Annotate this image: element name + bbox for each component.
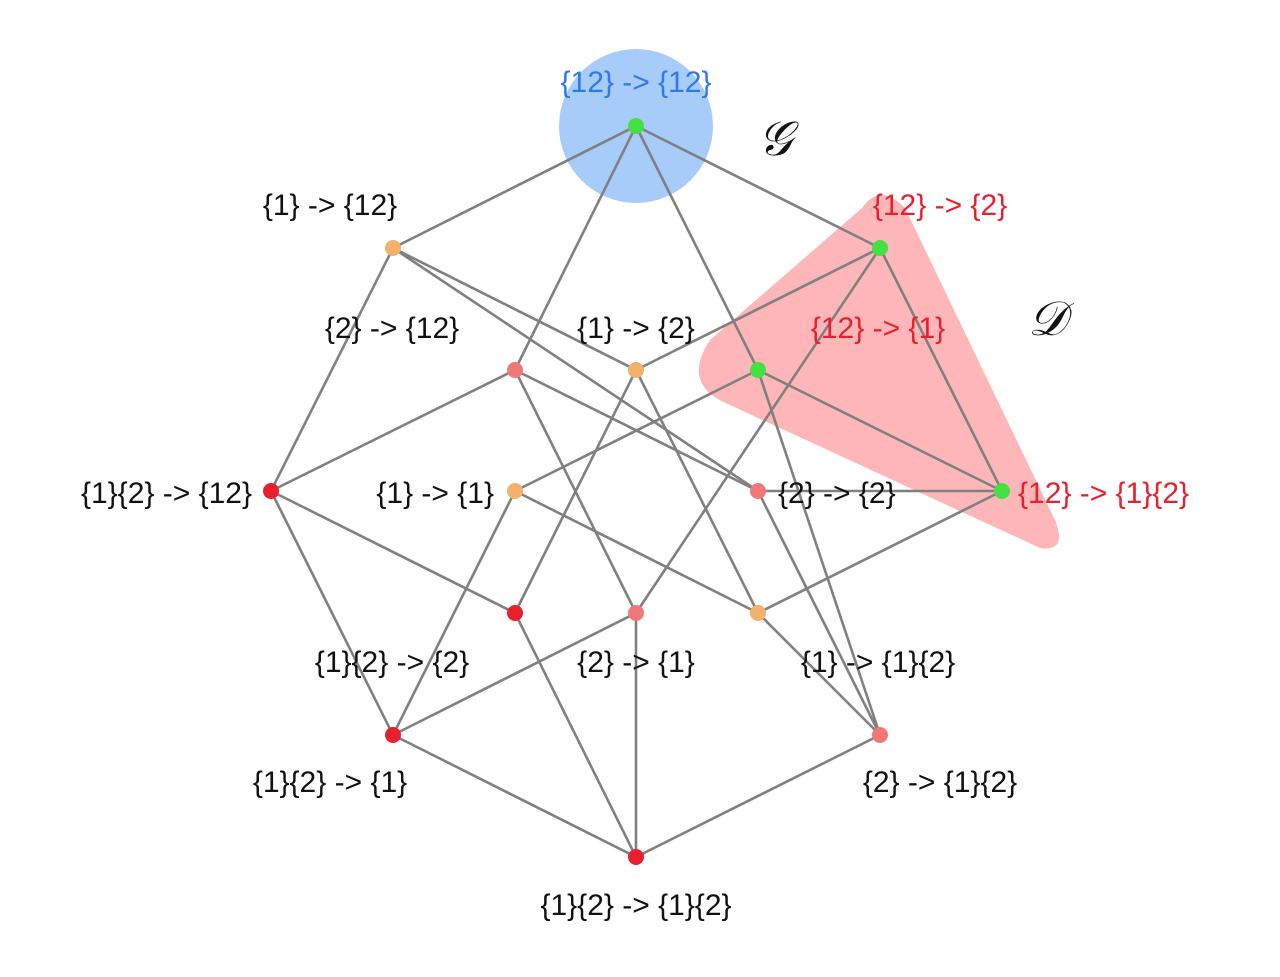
edge-n10-n15 <box>513 612 638 858</box>
node-n8 <box>750 483 766 499</box>
node-layer <box>263 118 1010 865</box>
edge-n1-n6 <box>269 247 395 492</box>
node-label-n1: {1} -> {12} <box>263 189 397 222</box>
node-n12 <box>750 605 766 621</box>
node-label-n5: {12} -> {1} <box>811 312 945 345</box>
node-n6 <box>263 483 279 499</box>
edge-n8-n14 <box>756 490 882 736</box>
edge-n2-n9 <box>878 247 1004 492</box>
node-label-n14: {2} -> {1}{2} <box>863 766 1017 799</box>
node-n4 <box>628 362 644 378</box>
edge-n3-n6 <box>270 368 516 493</box>
node-label-n13: {1}{2} -> {1} <box>253 766 407 799</box>
node-n3 <box>507 362 523 378</box>
node-n7 <box>507 483 523 499</box>
node-label-n4: {1} -> {2} <box>577 312 695 345</box>
node-label-n11: {2} -> {1} <box>577 646 695 679</box>
node-n14 <box>872 727 888 743</box>
edge-n1-n4 <box>392 246 637 372</box>
node-n9 <box>994 483 1010 499</box>
node-n13 <box>385 727 401 743</box>
edge-n1-n8 <box>392 246 759 493</box>
edge-n0-n3 <box>513 125 638 371</box>
node-label-n12: {1} -> {1}{2} <box>801 646 955 679</box>
node-label-n9: {12} -> {1}{2} <box>1018 477 1189 510</box>
edge-n5-n14 <box>756 369 882 736</box>
edge-n4-n12 <box>634 369 760 614</box>
node-label-n2: {12} -> {2} <box>873 189 1007 222</box>
edge-n2-n11 <box>634 247 882 614</box>
region-label-g: 𝒢 <box>758 111 799 167</box>
node-label-n6: {1}{2} -> {12} <box>81 477 252 510</box>
edge-n5-n9 <box>757 368 1003 493</box>
node-n2 <box>872 240 888 256</box>
node-label-n15: {1}{2} -> {1}{2} <box>540 889 731 922</box>
edge-n14-n15 <box>635 733 881 859</box>
region-label-d: 𝒟 <box>1028 291 1075 347</box>
node-n1 <box>385 240 401 256</box>
edge-n12-n14 <box>757 612 881 736</box>
edge-n2-n4 <box>635 246 881 372</box>
node-label-n8: {2} -> {2} <box>778 477 896 510</box>
edge-n6-n13 <box>269 490 395 736</box>
edge-n7-n12 <box>514 489 759 615</box>
edge-n7-n13 <box>391 490 517 736</box>
edge-n6-n10 <box>270 489 516 615</box>
node-label-n3: {2} -> {12} <box>325 312 459 345</box>
edge-n0-n1 <box>392 124 637 250</box>
label-layer: {12} -> {12} {1} -> {12} {12} -> {2} {2} ->… <box>81 66 1189 922</box>
node-label-n7: {1} -> {1} <box>376 477 494 510</box>
edge-n0-n5 <box>634 125 760 371</box>
node-n5 <box>750 362 766 378</box>
triangle-highlight-region <box>698 195 1060 549</box>
edge-n4-n10 <box>513 369 638 614</box>
edge-n13-n15 <box>392 733 637 859</box>
edge-n9-n12 <box>757 489 1003 615</box>
node-n0 <box>628 118 644 134</box>
edge-layer <box>269 124 1004 859</box>
node-n10 <box>507 605 523 621</box>
edge-n5-n7 <box>514 368 759 493</box>
node-n11 <box>628 605 644 621</box>
node-label-n10: {1}{2} -> {2} <box>315 646 469 679</box>
edge-n0-n2 <box>635 124 881 250</box>
node-n15 <box>628 849 644 865</box>
node-label-n0: {12} -> {12} <box>561 66 712 99</box>
edge-n11-n13 <box>392 611 637 737</box>
